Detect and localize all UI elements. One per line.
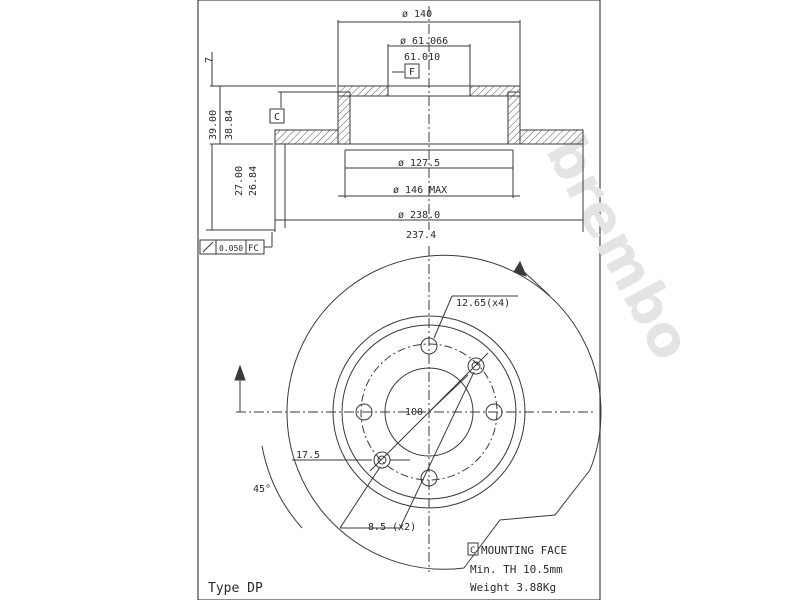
brand-watermark: brembo xyxy=(533,126,704,371)
section-view xyxy=(199,6,584,255)
height-lower-label: 27.00 xyxy=(234,166,245,196)
hat-wall-left xyxy=(337,91,351,145)
drawing-frame xyxy=(197,0,601,600)
tick-top-label: 7 xyxy=(204,57,215,63)
inner-hat-label: ø 127.5 xyxy=(398,158,440,169)
front-view xyxy=(234,246,602,572)
type-label: Type DP xyxy=(208,581,263,596)
datum-f-box xyxy=(404,63,420,79)
outer-flange-label: ø 140 xyxy=(402,9,432,20)
stud-hole-left xyxy=(355,403,373,421)
disc-outer-edge xyxy=(286,254,602,570)
hat-outer-circle xyxy=(332,315,526,509)
height-total-min-label: 38.84 xyxy=(224,110,235,140)
offset-label: 17.5 xyxy=(296,450,320,461)
outer-diameter-min-label: 237.4 xyxy=(406,230,436,241)
bore-lower-label: 61.010 xyxy=(404,52,440,63)
friction-ring-right xyxy=(519,129,584,145)
hat-inner-circle xyxy=(341,324,517,500)
hat-top-right xyxy=(469,85,521,97)
datum-c-label: C xyxy=(274,112,280,123)
hat-max-label: ø 146 MAX xyxy=(393,185,447,196)
outer-diameter-label: ø 238.0 xyxy=(398,210,440,221)
mounting-face-box xyxy=(467,542,479,556)
datum-c-inline-label: C xyxy=(470,546,475,556)
friction-ring-left xyxy=(274,129,339,145)
stud-hole-bottom xyxy=(420,469,438,487)
small-hole-label: 8.5 (x2) xyxy=(368,522,416,533)
center-bore xyxy=(384,367,474,457)
stud-hole-label: 12.65(x4) xyxy=(456,298,510,309)
angle-label: 45° xyxy=(253,484,271,495)
small-hole-bottom-left xyxy=(373,451,391,469)
datum-f-label: F xyxy=(409,67,415,78)
pitch-circle xyxy=(360,343,498,481)
weight-label: Weight 3.88Kg xyxy=(470,581,556,594)
bore-upper-label: ø 61.066 xyxy=(400,36,448,47)
height-total-label: 39.00 xyxy=(208,110,219,140)
height-lower-min-label: 26.84 xyxy=(248,166,259,196)
hat-wall-right xyxy=(507,91,521,145)
small-hole-top-right xyxy=(467,357,485,375)
tolerance-value-label: 0.050 xyxy=(219,244,243,253)
datum-c-box xyxy=(269,108,285,124)
mounting-face-label: MOUNTING FACE xyxy=(481,544,567,557)
pcd-label: 100 xyxy=(405,407,423,418)
stud-hole-right xyxy=(485,403,503,421)
tolerance-ref-label: FC xyxy=(248,244,259,254)
min-thickness-label: Min. TH 10.5mm xyxy=(470,563,563,576)
hat-top-left xyxy=(337,85,389,97)
stud-hole-top xyxy=(420,337,438,355)
